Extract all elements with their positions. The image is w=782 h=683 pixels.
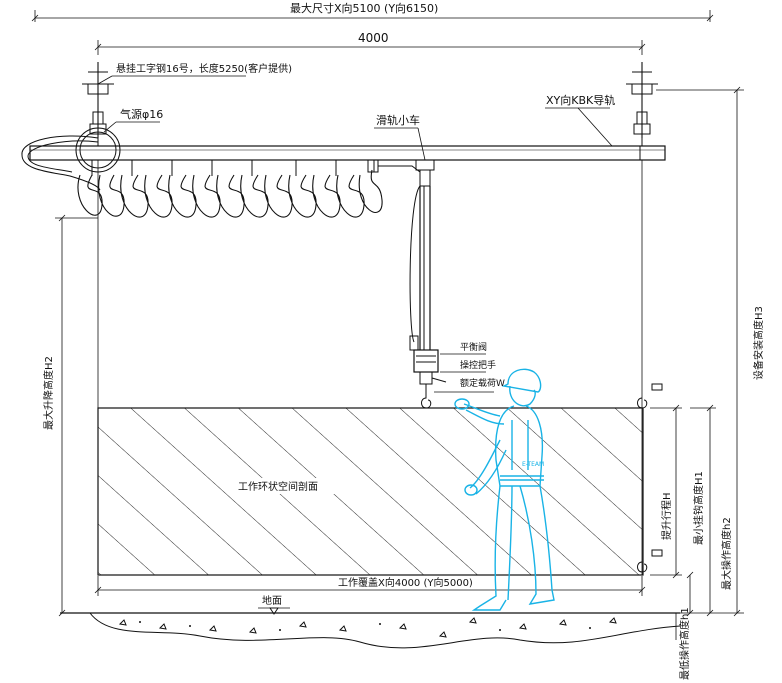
max-size-label: 最大尺寸X向5100 (Y向6150) bbox=[290, 1, 438, 15]
min-hook-height-label: 最小挂钩高度H1 bbox=[692, 471, 705, 545]
balancer-arm bbox=[409, 185, 447, 409]
min-work-height-label: 最低操作高度h1 bbox=[678, 607, 691, 680]
max-lift-height-dimension: 最大升降高度H2 bbox=[42, 214, 98, 617]
left-hanger bbox=[82, 62, 114, 146]
equipment-height-label: 设备安装高度H3 bbox=[752, 306, 765, 380]
lift-stroke-label: 提升行程H bbox=[660, 492, 673, 540]
trolley: 滑轨小车 bbox=[374, 113, 435, 187]
max-work-height-label: 最大操作高度h2 bbox=[720, 517, 733, 590]
rail-label: XY向KBK导轨 bbox=[546, 93, 615, 107]
work-space-label: 工作环状空间剖面 bbox=[238, 480, 318, 493]
balance-valve-label: 平衡阀 bbox=[460, 341, 487, 353]
work-range-label: 工作覆盖X向4000 (Y向5000) bbox=[338, 576, 473, 589]
equipment-height-dimension: 设备安装高度H3 bbox=[656, 86, 765, 617]
worker-figure: E-TEAM bbox=[454, 368, 555, 611]
air-hose bbox=[21, 127, 121, 191]
ground: 地面 bbox=[60, 594, 681, 649]
work-space-section: 工作环状空间剖面 bbox=[97, 407, 644, 576]
ground-label: 地面 bbox=[262, 594, 282, 607]
max-size-dimension: 最大尺寸X向5100 (Y向6150) bbox=[31, 1, 714, 22]
air-source-label: 气源φ16 bbox=[120, 107, 163, 121]
coiled-hose bbox=[77, 159, 421, 218]
vest-logo: E-TEAM bbox=[522, 461, 544, 468]
min-work-height-dimension: 最低操作高度h1 bbox=[675, 607, 691, 680]
trolley-label: 滑轨小车 bbox=[376, 113, 420, 127]
max-work-height-dimension: 最大操作高度h2 bbox=[690, 404, 733, 617]
rail-span-label: 4000 bbox=[358, 31, 389, 45]
right-hooks bbox=[637, 383, 663, 573]
lift-stroke-dimension: 提升行程H bbox=[650, 404, 682, 579]
rail-span-dimension: 4000 bbox=[94, 31, 646, 55]
right-hanger bbox=[626, 62, 658, 146]
beam-label: 悬挂工字钢16号，长度5250(客户提供) bbox=[116, 62, 292, 75]
kbk-rail bbox=[29, 145, 666, 161]
min-hook-height-dimension: 最小挂钩高度H1 bbox=[686, 471, 705, 617]
rated-load-label: 额定载荷W bbox=[460, 377, 505, 389]
max-lift-height-label: 最大升降高度H2 bbox=[42, 356, 55, 430]
handle-label: 操控把手 bbox=[460, 359, 496, 371]
work-range-dimension: 工作覆盖X向4000 (Y向5000) bbox=[94, 576, 646, 596]
